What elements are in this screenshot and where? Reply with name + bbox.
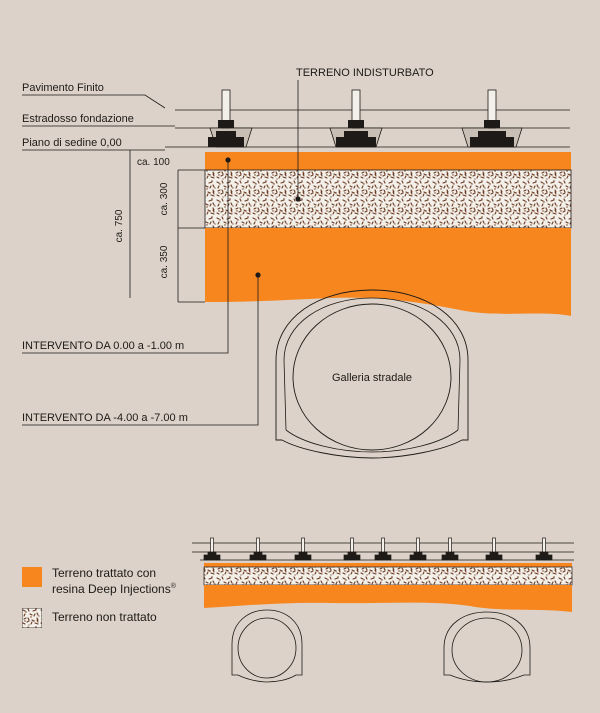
overview-post-9 [542,537,546,555]
treated-layer-top [205,152,571,170]
overview-footing-5 [374,551,392,561]
legend-treated-swatch [22,567,42,587]
dim-label-750: ca. 750 [114,209,125,242]
overview-post-1 [210,537,214,555]
leader-pavimento [22,94,166,109]
overview-footing-4 [343,551,361,561]
overview-footing-2 [249,551,267,561]
legend-untreated-swatch [22,608,42,628]
overview-post-4 [350,537,354,555]
untreated-soil-layer [204,169,572,229]
overview-footing-7 [441,551,459,561]
footing-1 [208,89,253,148]
overview-footing-6 [409,551,427,561]
overview-post-3 [301,537,305,555]
overview-footing-1 [203,551,221,561]
overview-post-2 [256,537,260,555]
label-estradosso: Estradosso fondazione [22,113,134,125]
overview-section [192,537,574,683]
legend-treated-line2: resina Deep Injections [52,582,171,596]
label-terreno-indisturbato: TERRENO INDISTURBATO [296,67,434,79]
road-tunnel [275,289,469,459]
registered-mark: ® [170,583,176,590]
leader-intervento-1 [22,160,229,354]
overview-footing-8 [485,551,503,561]
overview-footing-9 [535,551,553,561]
overview-post-7 [448,537,452,555]
legend-treated: Terreno trattato con resina Deep Injecti… [22,567,176,596]
treated-layer-bottom [205,228,571,316]
legend-treated-line1: Terreno trattato con [52,566,157,580]
label-pavimento: Pavimento Finito [22,82,104,94]
label-intervento-1: INTERVENTO DA 0.00 a -1.00 m [22,340,184,352]
overview-footings [203,537,553,561]
dim-label-350: ca. 350 [159,245,170,278]
label-piano: Piano di sedine 0,00 [22,137,122,149]
footing-2 [329,89,383,148]
legend-untreated: Terreno non trattato [22,608,157,628]
legend-untreated-text: Terreno non trattato [52,610,157,624]
overview-footing-3 [294,551,312,561]
label-galleria: Galleria stradale [332,372,412,384]
overview-post-6 [416,537,420,555]
dim-label-100: ca. 100 [137,157,170,168]
footing-3 [461,89,523,148]
dim-label-300: ca. 300 [159,182,170,215]
overview-post-5 [381,537,385,555]
overview-post-8 [492,537,496,555]
label-intervento-2: INTERVENTO DA -4.00 a -7.00 m [22,412,188,424]
legend-treated-text: Terreno trattato con resina Deep Injecti… [52,567,176,596]
leader-intervento-2 [22,275,259,426]
